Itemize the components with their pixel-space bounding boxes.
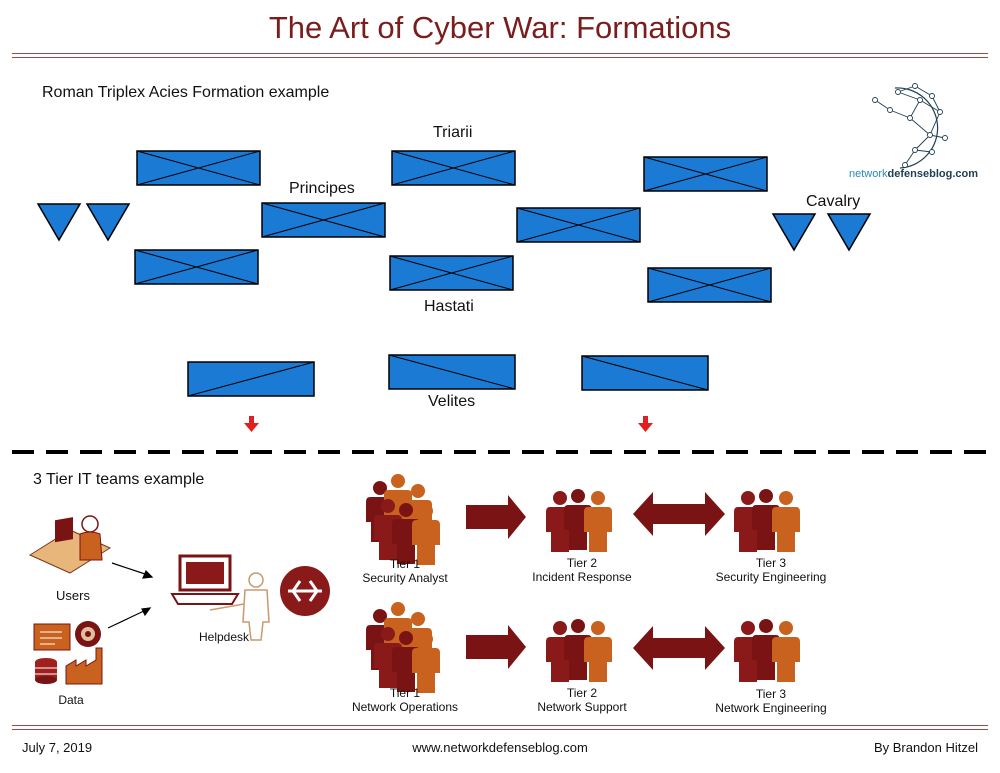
flow-arrow-network-1-2 bbox=[466, 625, 526, 669]
logo-text: networkdefenseblog.com bbox=[849, 168, 978, 180]
unit-triarii-left bbox=[136, 150, 261, 186]
label-network-tier3: Tier 3 Network Engineering bbox=[706, 687, 836, 715]
tier-name: Network Support bbox=[537, 700, 627, 714]
team-icon-network-tier3 bbox=[734, 619, 800, 682]
unit-triarii-center bbox=[391, 150, 516, 186]
unit-triarii-right bbox=[643, 156, 768, 192]
red-arrow-left bbox=[244, 416, 259, 432]
tier-name: Incident Response bbox=[532, 570, 632, 584]
flow-arrow-security-1-2 bbox=[466, 495, 526, 539]
cavalry-right-2 bbox=[826, 213, 872, 252]
label-helpdesk: Helpdesk bbox=[198, 630, 250, 644]
logo-text-prefix: network bbox=[849, 168, 888, 180]
label-network-tier1: Tier 1 Network Operations bbox=[343, 686, 467, 714]
helpdesk-person-icon bbox=[209, 572, 270, 641]
page-title: The Art of Cyber War: Formations bbox=[268, 10, 732, 45]
title-rule-bottom bbox=[12, 57, 988, 58]
unit-principes-left bbox=[261, 202, 386, 238]
router-icon bbox=[280, 566, 330, 616]
unit-hastati-left bbox=[134, 249, 259, 285]
label-network-tier2: Tier 2 Network Support bbox=[520, 686, 644, 714]
cavalry-left-1 bbox=[36, 203, 82, 242]
unit-principes-right bbox=[516, 207, 641, 243]
footer-date: July 7, 2019 bbox=[22, 740, 93, 755]
logo-text-middle: defense bbox=[887, 168, 930, 180]
label-security-tier1: Tier 1 Security Analyst bbox=[345, 557, 465, 585]
tier-name: Network Operations bbox=[351, 700, 459, 714]
tier-number: Tier 3 bbox=[755, 687, 787, 701]
tier-name: Security Analyst bbox=[362, 571, 448, 585]
flow-arrow-users bbox=[111, 562, 154, 579]
footer-url[interactable]: www.networkdefenseblog.com bbox=[412, 740, 588, 755]
red-arrow-right bbox=[638, 416, 653, 432]
team-icon-security-tier1 bbox=[366, 474, 440, 565]
cavalry-right-1 bbox=[771, 213, 817, 252]
footer-rule-bottom bbox=[12, 729, 988, 730]
team-icon-security-tier2 bbox=[546, 489, 612, 552]
unit-velites-right bbox=[581, 355, 709, 391]
tier-name: Network Engineering bbox=[715, 701, 827, 715]
team-icon-security-tier3 bbox=[734, 489, 800, 552]
data-icon bbox=[33, 621, 103, 685]
it-section-label: 3 Tier IT teams example bbox=[33, 471, 205, 488]
cavalry-left-2 bbox=[85, 203, 131, 242]
users-icon bbox=[28, 515, 112, 574]
roman-section-label: Roman Triplex Acies Formation example bbox=[42, 84, 330, 101]
title-rule-top bbox=[12, 53, 988, 54]
flow-arrow-security-2-3 bbox=[633, 492, 725, 536]
logo-text-suffix: blog.com bbox=[929, 168, 978, 180]
label-principes: Principes bbox=[289, 180, 355, 197]
logo-globe-icon bbox=[872, 83, 948, 169]
label-data: Data bbox=[58, 693, 84, 707]
tier-number: Tier 1 bbox=[389, 557, 421, 571]
flow-arrow-data bbox=[107, 607, 152, 629]
unit-hastati-center bbox=[389, 255, 514, 291]
label-hastati: Hastati bbox=[424, 298, 474, 315]
label-security-tier3: Tier 3 Security Engineering bbox=[706, 556, 836, 584]
team-icon-network-tier2 bbox=[546, 619, 612, 682]
label-cavalry: Cavalry bbox=[806, 193, 861, 210]
unit-velites-left bbox=[187, 361, 315, 397]
tier-number: Tier 3 bbox=[755, 556, 787, 570]
unit-velites-center bbox=[388, 354, 516, 390]
footer-rule-top bbox=[12, 725, 988, 726]
unit-hastati-right bbox=[647, 267, 772, 303]
tier-number: Tier 1 bbox=[389, 686, 421, 700]
label-users: Users bbox=[56, 588, 90, 603]
helpdesk-laptop-icon bbox=[170, 554, 240, 605]
flow-arrow-network-2-3 bbox=[633, 626, 725, 670]
tier-name: Security Engineering bbox=[715, 570, 827, 584]
label-velites: Velites bbox=[428, 393, 476, 410]
footer-author: By Brandon Hitzel bbox=[873, 740, 978, 755]
label-triarii: Triarii bbox=[433, 124, 473, 141]
team-icon-network-tier1 bbox=[366, 602, 440, 693]
tier-number: Tier 2 bbox=[566, 556, 598, 570]
tier-number: Tier 2 bbox=[566, 686, 598, 700]
label-security-tier2: Tier 2 Incident Response bbox=[520, 556, 644, 584]
